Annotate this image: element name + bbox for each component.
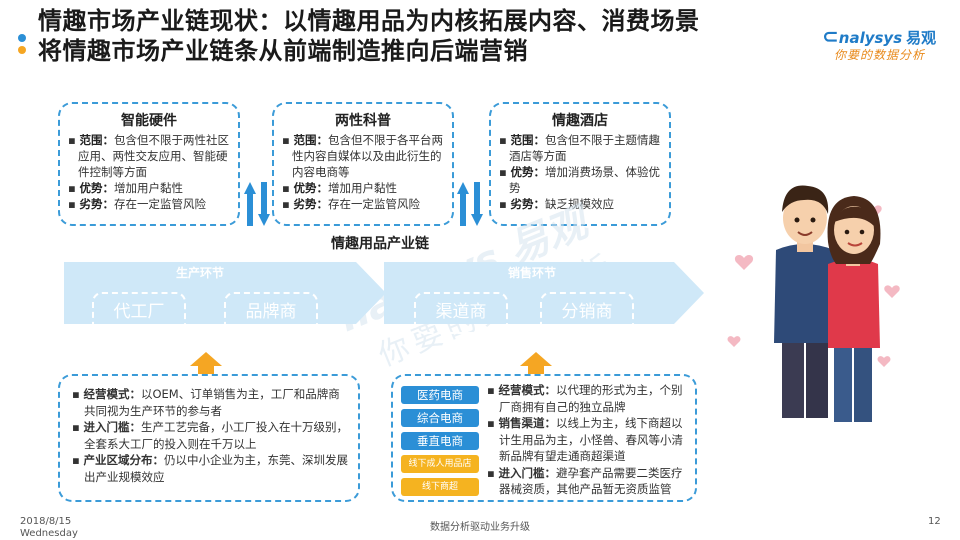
up-down-arrow-icon xyxy=(244,182,270,226)
card-range: ▪ 范围：包含但不限于主题情趣酒店等方面 xyxy=(499,133,660,163)
card-advantage: ▪ 优势：增加用户黏性 xyxy=(282,181,397,195)
bullet-dot-blue xyxy=(18,34,26,42)
bullet-dot-orange xyxy=(18,46,26,54)
card-advantage: ▪ 优势：增加用户黏性 xyxy=(68,181,183,195)
production-entry: ▪ 进入门槛：生产工艺完备，小工厂投入在十万级别，全套系大工厂的投入则在千万以上 xyxy=(72,420,348,451)
page-title-line2: 将情趣市场产业链条从前端制造推向后端营销 xyxy=(38,37,528,65)
sales-detail-body: ▪ 经营模式：以代理的形式为主，个别厂商拥有自己的独立品牌 ▪ 销售渠道：以线上… xyxy=(487,382,689,498)
card-body: ▪ 范围：包含但不限于各平台两性内容自媒体以及由此衍生的内容电商等 ▪ 优势：增… xyxy=(282,132,444,212)
card-smart-hardware: 智能硬件 ▪ 范围：包含但不限于两性社区应用、两性交友应用、智能硬件控制等方面 … xyxy=(58,102,240,226)
page-title-line1: 情趣市场产业链现状：以情趣用品为内核拓展内容、消费场景 xyxy=(38,7,700,35)
sales-band-tip xyxy=(674,262,704,324)
footer-date-text: 2018/8/15 xyxy=(20,516,72,527)
card-disadvantage: ▪ 劣势：缺乏规模效应 xyxy=(499,197,614,211)
tag-offline-supermarket: 线下商超 xyxy=(401,478,479,496)
chain-label: 情趣用品产业链 xyxy=(331,236,429,252)
sales-label: 销售环节 xyxy=(508,266,557,280)
production-region: ▪ 产业区域分布：仍以中小企业为主，东莞、深圳发展出产业规模效应 xyxy=(72,453,348,484)
production-detail-body: ▪ 经营模式：以OEM、订单销售为主，工厂和品牌商共同视为生产环节的参与者 ▪ … xyxy=(72,386,348,485)
logo-cn-text: 易观 xyxy=(906,29,937,47)
card-theme-hotel: 情趣酒店 ▪ 范围：包含但不限于主题情趣酒店等方面 ▪ 优势：增加消费场景、体验… xyxy=(489,102,671,226)
sales-channel-tags: 医药电商 综合电商 垂直电商 线下成人用品店 线下商超 xyxy=(401,386,479,496)
card-title: 两性科普 xyxy=(335,113,391,129)
production-label: 生产环节 xyxy=(176,266,225,280)
node-channel-distributor: 渠道商 xyxy=(414,292,508,334)
sales-mode: ▪ 经营模式：以代理的形式为主，个别厂商拥有自己的独立品牌 xyxy=(487,383,683,414)
card-body: ▪ 范围：包含但不限于两性社区应用、两性交友应用、智能硬件控制等方面 ▪ 优势：… xyxy=(68,132,230,212)
node-reseller: 分销商 xyxy=(540,292,634,334)
production-detail-box: ▪ 经营模式：以OEM、订单销售为主，工厂和品牌商共同视为生产环节的参与者 ▪ … xyxy=(58,374,360,502)
card-disadvantage: ▪ 劣势：存在一定监管风险 xyxy=(68,197,206,211)
logo-swoosh-icon: ⊂ xyxy=(822,24,839,48)
couple-illustration xyxy=(727,185,900,422)
card-range: ▪ 范围：包含但不限于各平台两性内容自媒体以及由此衍生的内容电商等 xyxy=(282,133,443,179)
card-disadvantage: ▪ 劣势：存在一定监管风险 xyxy=(282,197,420,211)
card-body: ▪ 范围：包含但不限于主题情趣酒店等方面 ▪ 优势：增加消费场景、体验优势 ▪ … xyxy=(499,132,661,212)
tag-general-ecommerce: 综合电商 xyxy=(401,409,479,427)
up-down-arrow-icon xyxy=(457,182,483,226)
orange-up-arrow-icon xyxy=(520,352,552,374)
card-advantage: ▪ 优势：增加消费场景、体验优势 xyxy=(499,165,660,195)
orange-up-arrow-icon xyxy=(190,352,222,374)
sales-entry: ▪ 进入门槛：避孕套产品需要二类医疗器械资质，其他产品暂无资质监管 xyxy=(487,465,683,497)
page-number: 12 xyxy=(928,516,941,527)
production-band-tip xyxy=(356,262,386,324)
logo-slogan: 你要的数据分析 xyxy=(834,48,926,62)
sales-detail-box: 医药电商 综合电商 垂直电商 线下成人用品店 线下商超 ▪ 经营模式：以代理的形… xyxy=(391,374,697,502)
card-title: 智能硬件 xyxy=(121,113,177,129)
production-mode: ▪ 经营模式：以OEM、订单销售为主，工厂和品牌商共同视为生产环节的参与者 xyxy=(72,387,340,418)
footer-weekday-text: Wednesday xyxy=(20,528,78,539)
sales-channel: ▪ 销售渠道：以线上为主，线下商超以计生用品为主，小怪兽、春风等小清新品牌有望走… xyxy=(487,416,683,463)
logo-brand-text: nalysys xyxy=(838,29,903,47)
tag-vertical-ecommerce: 垂直电商 xyxy=(401,432,479,450)
footer-date: 2018/8/15 Wednesday xyxy=(20,516,78,540)
tag-pharma-ecommerce: 医药电商 xyxy=(401,386,479,404)
footer-center-text: 数据分析驱动业务升级 xyxy=(430,522,530,533)
page-title: 情趣市场产业链现状：以情趣用品为内核拓展内容、消费场景 将情趣市场产业链条从前端… xyxy=(38,6,700,66)
node-oem-factory: 代工厂 xyxy=(92,292,186,334)
title-bullet-dots xyxy=(18,34,28,58)
node-brand-owner: 品牌商 xyxy=(224,292,318,334)
tag-offline-adult-store: 线下成人用品店 xyxy=(401,455,479,473)
card-title: 情趣酒店 xyxy=(552,113,608,129)
card-range: ▪ 范围：包含但不限于两性社区应用、两性交友应用、智能硬件控制等方面 xyxy=(68,133,229,179)
card-sex-education: 两性科普 ▪ 范围：包含但不限于各平台两性内容自媒体以及由此衍生的内容电商等 ▪… xyxy=(272,102,454,226)
